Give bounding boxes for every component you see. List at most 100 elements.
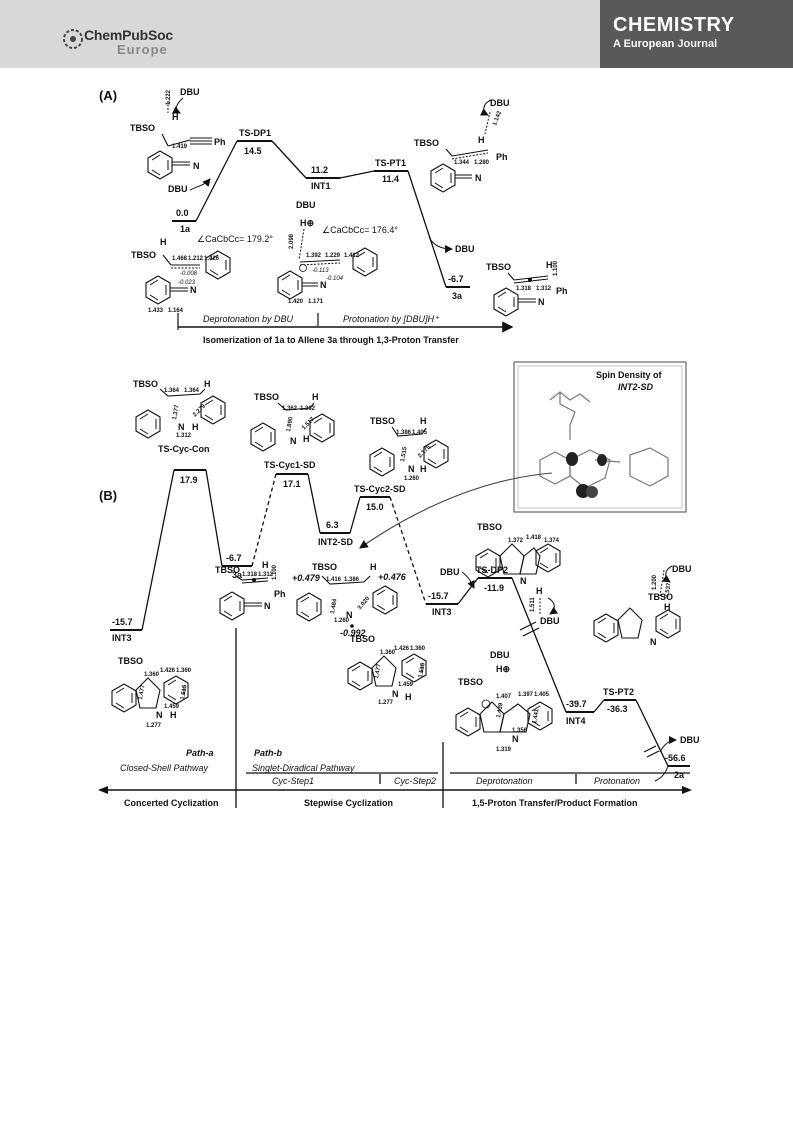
structure-int3-mid: TBSO 1.360 1.426 1.360 N H 1.477 1.459 1… bbox=[347, 634, 427, 706]
spin-lobe-1 bbox=[566, 452, 578, 466]
svg-text:TBSO: TBSO bbox=[254, 392, 279, 402]
svg-text:Ph: Ph bbox=[556, 286, 568, 296]
svg-text:N: N bbox=[190, 285, 197, 295]
svg-text:N: N bbox=[346, 610, 353, 620]
svg-text:1.374: 1.374 bbox=[544, 538, 560, 544]
svg-text:H⊕: H⊕ bbox=[300, 218, 314, 228]
spin-lobe-3 bbox=[576, 484, 590, 498]
svg-text:1.360: 1.360 bbox=[410, 646, 426, 652]
svg-text:1.212: 1.212 bbox=[188, 256, 204, 262]
level-3a-value: -6.7 bbox=[448, 274, 464, 284]
panel-b-connectors bbox=[141, 469, 669, 767]
svg-text:1.407: 1.407 bbox=[496, 694, 512, 700]
structure-int1-mid: DBU H⊕ 2.098 ∠CaCbCc= 176.4° 1.392 1.229… bbox=[277, 200, 398, 305]
svg-text:TBSO: TBSO bbox=[312, 562, 337, 572]
svg-text:1.477: 1.477 bbox=[138, 684, 147, 700]
svg-text:N: N bbox=[156, 710, 163, 720]
svg-text:-0.113: -0.113 bbox=[312, 268, 329, 274]
svg-text:1.515: 1.515 bbox=[418, 662, 427, 678]
svg-text:1.362: 1.362 bbox=[282, 406, 298, 412]
level-int3-left-name: INT3 bbox=[112, 633, 132, 643]
publisher-name: ChemPubSoc bbox=[84, 27, 174, 43]
spin-density-title-2: INT2-SD bbox=[618, 382, 654, 392]
svg-text:DBU: DBU bbox=[540, 616, 560, 626]
panel-b-axis: Concerted Cyclization Stepwise Cyclizati… bbox=[98, 786, 692, 808]
svg-text:Ph: Ph bbox=[214, 137, 226, 147]
level-int4-name: INT4 bbox=[566, 716, 586, 726]
spin-lobe-2 bbox=[597, 454, 607, 466]
level-int2-sd-value: 6.3 bbox=[326, 520, 339, 530]
svg-text:N: N bbox=[320, 280, 327, 290]
dbu-label-b2: DBU bbox=[680, 735, 700, 745]
svg-text:1.377: 1.377 bbox=[172, 404, 181, 420]
svg-text:TBSO: TBSO bbox=[414, 138, 439, 148]
structure-ts-cyc2-sd: TBSO H 1.386 1.405 N H 1.515 1.260 2.175 bbox=[369, 416, 449, 482]
dbu-arrow-b2 bbox=[659, 736, 677, 753]
svg-text:TBSO: TBSO bbox=[215, 565, 240, 575]
spin-density-molecule bbox=[539, 391, 669, 489]
svg-text:-0.008: -0.008 bbox=[180, 271, 198, 277]
structure-ts-cyc1-sd: TBSO H 1.362 1.362 N H 1.890 1.517 bbox=[250, 392, 335, 452]
svg-text:TBSO: TBSO bbox=[350, 634, 375, 644]
svg-text:1.459: 1.459 bbox=[398, 682, 414, 688]
svg-text:N: N bbox=[193, 161, 200, 171]
svg-text:1.405: 1.405 bbox=[412, 430, 428, 436]
svg-text:1.318: 1.318 bbox=[242, 572, 258, 578]
svg-text:1.515: 1.515 bbox=[400, 446, 409, 462]
svg-text:1.229: 1.229 bbox=[325, 253, 341, 259]
level-2a-value: -56.6 bbox=[665, 753, 686, 763]
svg-text:1.344: 1.344 bbox=[454, 160, 470, 166]
svg-text:1.277: 1.277 bbox=[378, 700, 394, 706]
panel-a-connectors bbox=[195, 140, 447, 288]
svg-text:1.419: 1.419 bbox=[172, 144, 188, 150]
structure-allene-3a-b: TBSO H 1.318 1.312 1.100 Ph N bbox=[215, 560, 286, 621]
svg-text:1.260: 1.260 bbox=[404, 476, 420, 482]
level-ts-dp1-name: TS-DP1 bbox=[239, 128, 271, 138]
structure-ts-dp1: DBU 1.222 H TBSO Ph 1.419 N bbox=[130, 87, 226, 180]
spin-lobe-4 bbox=[586, 486, 598, 498]
svg-text:N: N bbox=[512, 734, 519, 744]
level-3a-b-value: -6.7 bbox=[226, 553, 242, 563]
svg-text:-0.023: -0.023 bbox=[178, 280, 196, 286]
level-ts-cyc2-sd-name: TS-Cyc2-SD bbox=[354, 484, 406, 494]
publisher-sub: Europe bbox=[117, 42, 168, 57]
svg-text:1.433: 1.433 bbox=[148, 308, 164, 314]
deprotonation-dbu-label: Deprotonation by DBU bbox=[203, 314, 294, 324]
svg-text:1.100: 1.100 bbox=[272, 564, 278, 580]
svg-text:TBSO: TBSO bbox=[118, 656, 143, 666]
svg-text:DBU: DBU bbox=[490, 98, 510, 108]
protonation-dbuh-label: Protonation by [DBU]H⁺ bbox=[343, 314, 440, 324]
svg-text:1.318: 1.318 bbox=[516, 286, 532, 292]
structure-ts-pt2: DBU 1.200 1.537 TBSO H N bbox=[593, 564, 692, 647]
spin-value-3: -0.992 bbox=[340, 628, 366, 638]
structure-int2-sd: TBSO H +0.479 +0.476 1.416 1.386 N 1.484… bbox=[292, 562, 407, 638]
svg-text:TBSO: TBSO bbox=[370, 416, 395, 426]
structure-ts-cyc-con: TBSO H 1.364 1.364 N H 1.377 1.312 2.279 bbox=[133, 379, 226, 439]
svg-text:N: N bbox=[650, 637, 657, 647]
svg-text:N: N bbox=[392, 689, 399, 699]
svg-text:2.175: 2.175 bbox=[417, 444, 432, 459]
svg-text:1.405: 1.405 bbox=[534, 692, 550, 698]
svg-text:1.386: 1.386 bbox=[396, 430, 412, 436]
svg-text:H: H bbox=[405, 692, 412, 702]
protonation-label: Protonation bbox=[594, 776, 640, 786]
svg-text:1.397: 1.397 bbox=[518, 692, 534, 698]
level-ts-dp1-value: 14.5 bbox=[244, 146, 262, 156]
svg-text:TBSO: TBSO bbox=[648, 592, 673, 602]
svg-text:1.468: 1.468 bbox=[172, 256, 188, 262]
dbu-arrow-b2-stem bbox=[654, 765, 669, 782]
svg-text:1.426: 1.426 bbox=[160, 668, 176, 674]
svg-text:1.420: 1.420 bbox=[288, 299, 304, 305]
svg-text:1.515: 1.515 bbox=[180, 684, 189, 700]
svg-text:H: H bbox=[478, 135, 485, 145]
dbu-arrow-1 bbox=[189, 178, 211, 191]
level-int3-right-value: -15.7 bbox=[428, 591, 449, 601]
svg-text:1.412: 1.412 bbox=[344, 253, 360, 259]
svg-text:Ph: Ph bbox=[274, 589, 286, 599]
journal-subtitle: A European Journal bbox=[613, 38, 717, 50]
svg-text:DBU: DBU bbox=[490, 650, 510, 660]
svg-text:H: H bbox=[370, 562, 377, 572]
svg-text:H: H bbox=[170, 710, 177, 720]
svg-text:∠CaCbCc= 179.2°: ∠CaCbCc= 179.2° bbox=[197, 234, 273, 244]
